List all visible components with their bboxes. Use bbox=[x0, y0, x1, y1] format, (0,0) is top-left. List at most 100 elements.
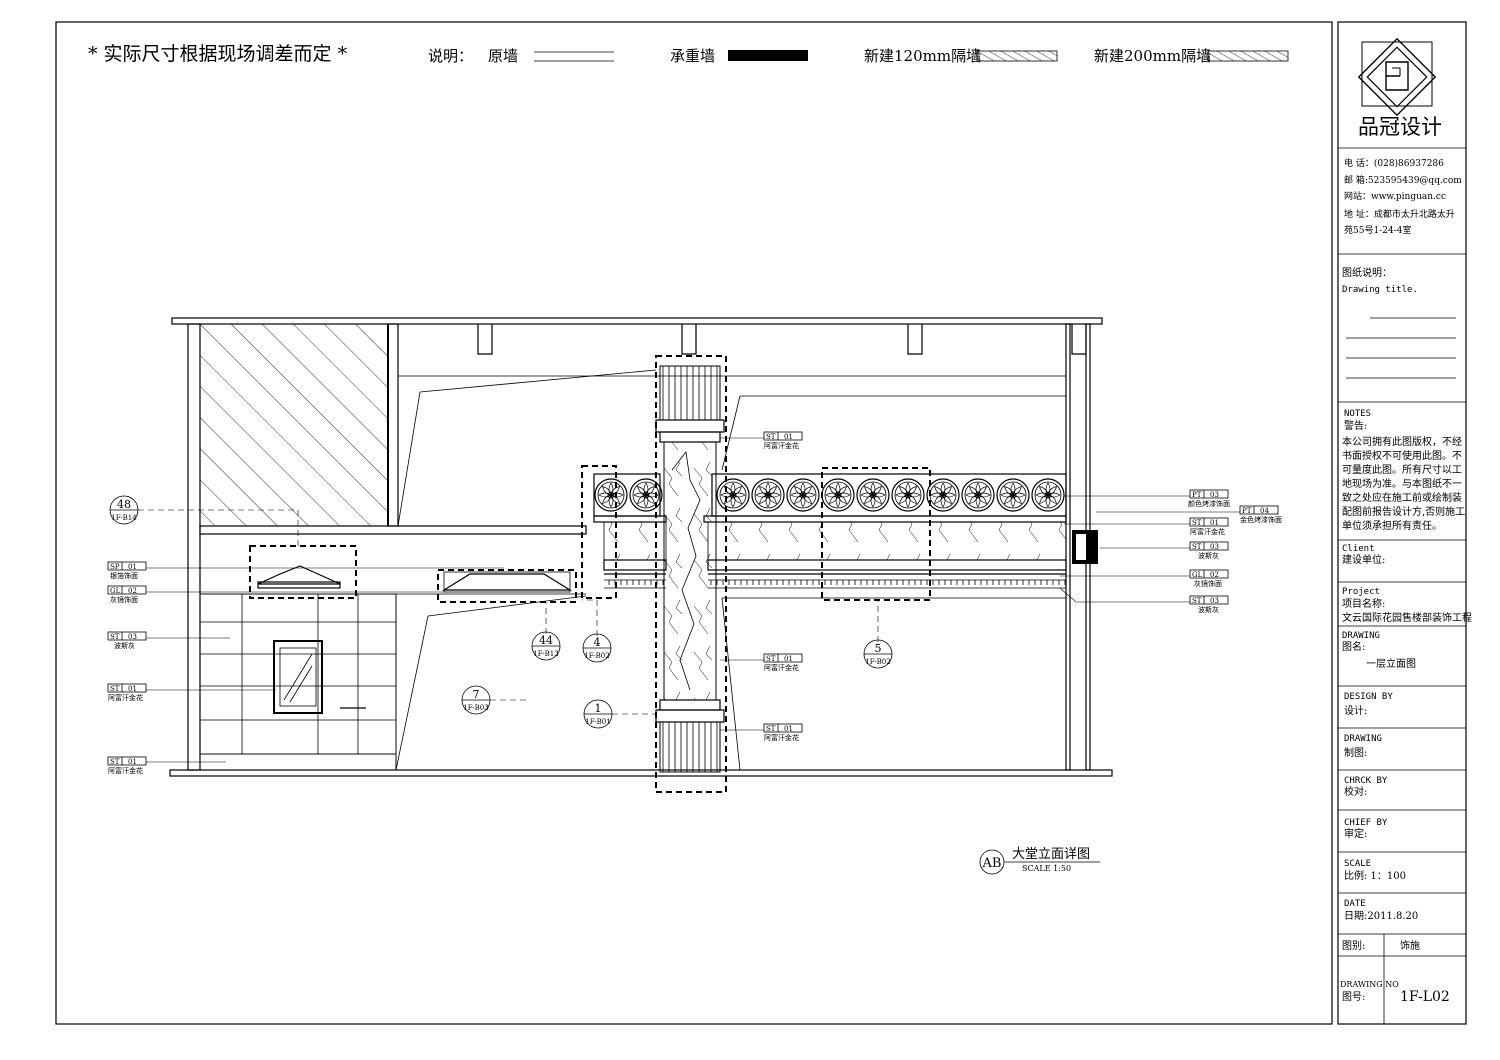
svg-text:灰镜饰面: 灰镜饰面 bbox=[110, 595, 138, 604]
svg-text:03: 03 bbox=[1210, 543, 1219, 551]
svg-text:灰镜饰面: 灰镜饰面 bbox=[1194, 579, 1222, 588]
svg-text:阿富汗金花: 阿富汗金花 bbox=[1190, 527, 1225, 536]
design-en: DESIGN BY bbox=[1344, 692, 1393, 702]
contact-phone: 电 话：(028)86937286 bbox=[1344, 157, 1444, 169]
svg-text:ST: ST bbox=[766, 433, 776, 441]
svg-text:01: 01 bbox=[784, 433, 793, 441]
design-cn: 设计: bbox=[1344, 704, 1367, 717]
legend-bearing-wall-label: 承重墙 bbox=[670, 47, 715, 65]
soffit-light-box-1 bbox=[257, 565, 341, 585]
chief-en: CHIEF BY bbox=[1344, 818, 1388, 828]
drawing-number: 1F-L02 bbox=[1400, 989, 1450, 1005]
svg-text:阿富汗金花: 阿富汗金花 bbox=[764, 733, 799, 742]
notes-line-1: 本公司拥有此图版权，不经 bbox=[1342, 435, 1462, 448]
svg-text:01: 01 bbox=[784, 725, 793, 733]
svg-text:波斯灰: 波斯灰 bbox=[1198, 551, 1219, 560]
svg-text:阿富汗金花: 阿富汗金花 bbox=[764, 663, 799, 672]
left-wall bbox=[187, 323, 201, 771]
svg-text:01: 01 bbox=[128, 563, 137, 571]
drawn-cn: 制图: bbox=[1344, 746, 1367, 759]
check-en: CHRCK BY bbox=[1344, 776, 1388, 786]
category-label: 图别: bbox=[1342, 940, 1365, 952]
svg-text:02: 02 bbox=[128, 587, 137, 595]
callout-48: 48 1F-B14 bbox=[109, 495, 139, 525]
drawing-en: DRAWING bbox=[1342, 631, 1380, 641]
leader-lines bbox=[138, 437, 1240, 763]
detail-box-soffit-2 bbox=[437, 569, 577, 603]
view-mark: AB bbox=[982, 856, 1002, 871]
svg-text:7: 7 bbox=[473, 688, 480, 701]
notes-line-6: 配图前报告设计方,否则施工 bbox=[1342, 505, 1465, 518]
client-cn: 建设单位: bbox=[1342, 553, 1385, 566]
contact-address-1: 地 址：成都市太升北路太升 bbox=[1344, 208, 1455, 220]
svg-text:ST: ST bbox=[110, 633, 120, 641]
notes-line-7: 单位须承担所有责任。 bbox=[1342, 519, 1442, 532]
svg-text:GL: GL bbox=[110, 587, 121, 595]
svg-text:PT: PT bbox=[1242, 507, 1252, 515]
notes-line-2: 书面授权不可使用此图。不 bbox=[1342, 449, 1462, 462]
svg-text:金色烤漆饰面: 金色烤漆饰面 bbox=[1240, 515, 1282, 524]
legend-explain-label: 说明： bbox=[428, 47, 473, 65]
view-title-text: 大堂立面详图 bbox=[1012, 847, 1090, 862]
legend-note: * 实际尺寸根据现场调差而定 * bbox=[88, 43, 348, 65]
legend-new120-swatch bbox=[976, 50, 1058, 62]
svg-text:ST: ST bbox=[110, 758, 120, 766]
detail-box-balcony-end bbox=[581, 465, 617, 599]
scale-en: SCALE bbox=[1344, 859, 1371, 869]
right-wall bbox=[1065, 323, 1071, 771]
svg-text:银箔饰面: 银箔饰面 bbox=[110, 571, 138, 580]
view-title: AB 大堂立面详图 SCALE 1:50 bbox=[979, 847, 1100, 875]
project-name: 文云国际花园售楼部装饰工程 bbox=[1342, 611, 1472, 624]
company-name: 品冠设计 bbox=[1358, 115, 1442, 139]
svg-text:ST: ST bbox=[110, 685, 120, 693]
legend-new120-label: 新建120mm隔墙 bbox=[864, 47, 981, 65]
drawing-title-en: Drawing title. bbox=[1342, 285, 1418, 295]
callout-7: 7 1F-B03 bbox=[461, 685, 491, 715]
drawing-frame bbox=[55, 21, 1333, 1025]
floor-line bbox=[169, 769, 1113, 777]
detail-box-column bbox=[655, 355, 727, 793]
callout-44: 44 1F-B13 bbox=[531, 631, 561, 661]
drawn-en: DRAWING bbox=[1344, 734, 1382, 744]
svg-text:波斯灰: 波斯灰 bbox=[1198, 605, 1219, 614]
legend-bar: * 实际尺寸根据现场调差而定 * 说明： 原墙 承重墙 新建120mm隔墙 新建… bbox=[88, 43, 1289, 65]
framed-mirror bbox=[273, 640, 323, 714]
contact-address-2: 苑55号1-24-4室 bbox=[1344, 224, 1411, 236]
mezzanine-slab bbox=[199, 525, 587, 535]
project-en: Project bbox=[1342, 587, 1380, 597]
svg-text:03: 03 bbox=[1210, 491, 1219, 499]
svg-text:44: 44 bbox=[539, 634, 553, 647]
svg-text:ST: ST bbox=[1192, 597, 1202, 605]
legend-bearing-wall-swatch bbox=[728, 50, 808, 61]
beam-drop bbox=[477, 324, 493, 355]
stone-cladding-wall bbox=[199, 593, 397, 771]
soffit-light-box-2 bbox=[441, 573, 573, 591]
detail-box-soffit-1 bbox=[249, 545, 357, 599]
svg-text:01: 01 bbox=[1210, 519, 1219, 527]
company-logo bbox=[1357, 37, 1437, 117]
scale-cn: 比例: 1：100 bbox=[1344, 869, 1406, 882]
number-en: DRAWING NO bbox=[1340, 980, 1399, 989]
svg-text:GL: GL bbox=[1192, 571, 1203, 579]
svg-text:01: 01 bbox=[128, 685, 137, 693]
legend-new200-swatch bbox=[1207, 50, 1289, 62]
svg-text:1: 1 bbox=[595, 702, 602, 715]
titleblock-frame bbox=[1337, 21, 1467, 1025]
view-scale: SCALE 1:50 bbox=[1022, 864, 1071, 873]
detail-box-balustrade bbox=[821, 467, 931, 601]
callout-4: 4 1F-B02 bbox=[582, 633, 612, 663]
tag-gl02-left: GL 02 灰镜饰面 bbox=[107, 585, 147, 604]
callout-5: 5 1F-B02 bbox=[863, 639, 893, 669]
notes-line-5: 致之处应在施工前或绘制装 bbox=[1342, 491, 1462, 504]
svg-text:1F-B01: 1F-B01 bbox=[585, 718, 610, 726]
notes-cn: 警告: bbox=[1344, 419, 1367, 432]
svg-text:03: 03 bbox=[128, 633, 137, 641]
svg-text:ST: ST bbox=[1192, 519, 1202, 527]
